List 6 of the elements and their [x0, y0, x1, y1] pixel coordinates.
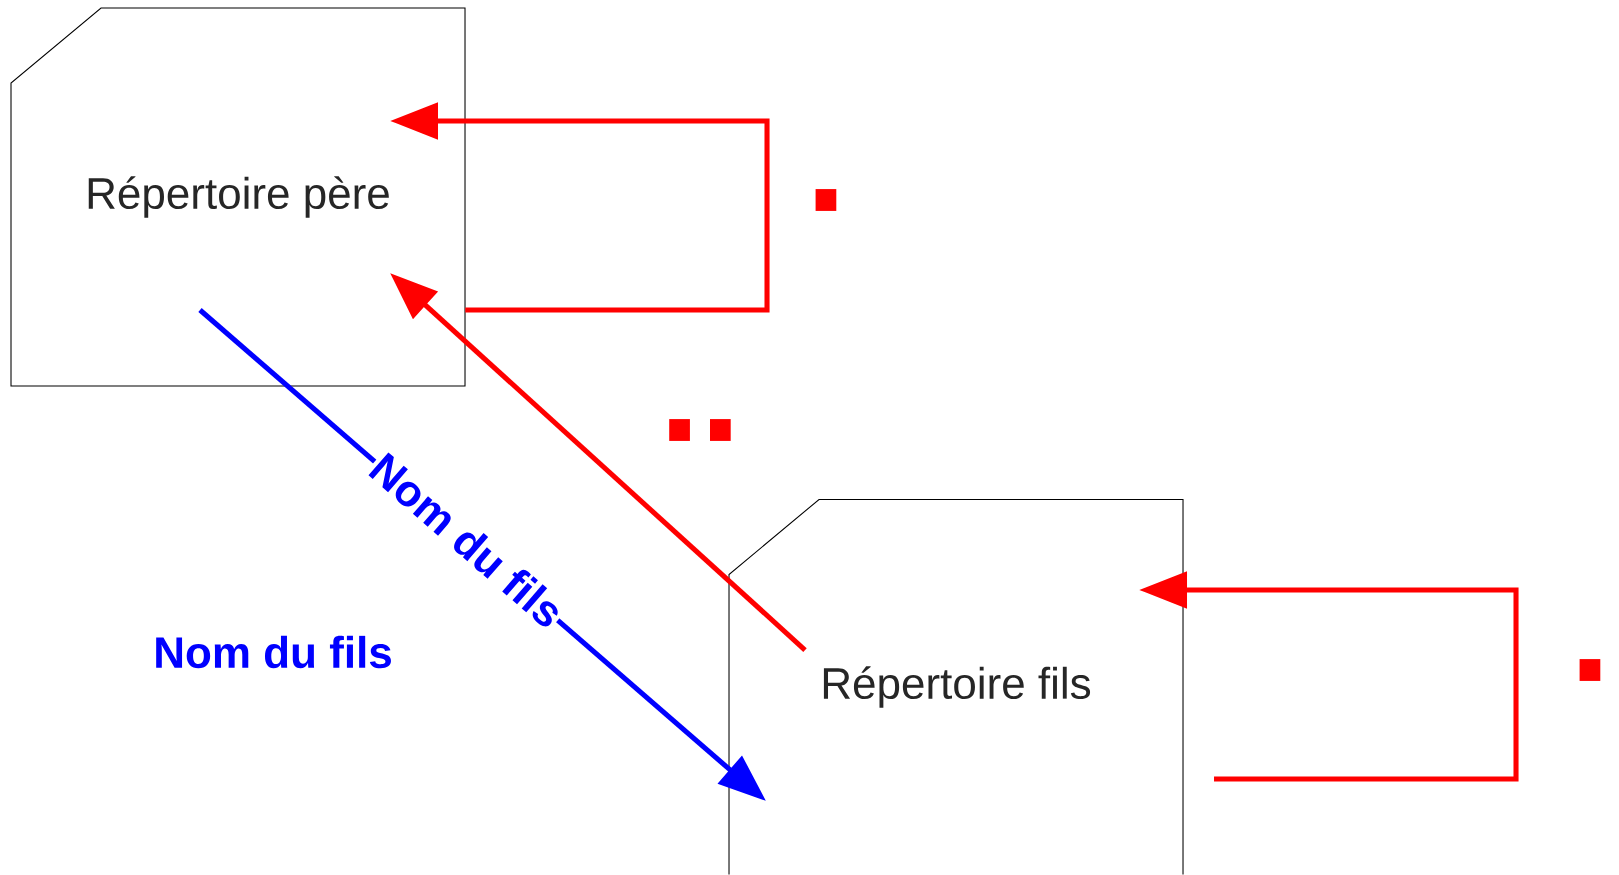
edge-label: .: [815, 189, 837, 211]
folder-box: Répertoire fils: [728, 498, 1184, 875]
edge-label: ..: [669, 419, 731, 441]
edge-label: .: [1579, 659, 1601, 681]
folder-box: Répertoire père: [10, 7, 466, 387]
label-text: Nom du fils: [156, 635, 391, 669]
